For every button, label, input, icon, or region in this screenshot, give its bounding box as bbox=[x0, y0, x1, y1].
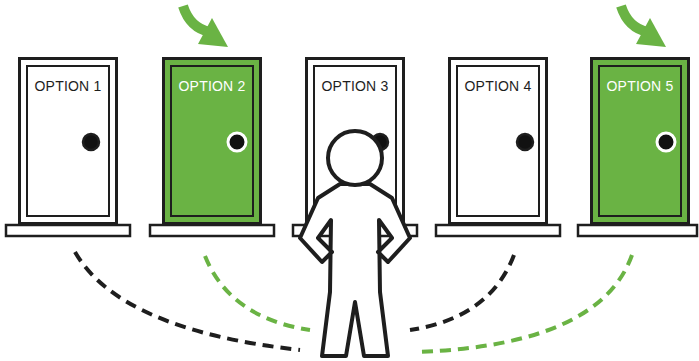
door: OPTION 5 bbox=[590, 57, 690, 225]
door-sill bbox=[293, 225, 417, 236]
door-panel: OPTION 3 bbox=[313, 65, 397, 217]
arrow-head bbox=[636, 18, 666, 47]
path-line bbox=[205, 256, 310, 330]
door: OPTION 1 bbox=[18, 57, 118, 225]
door: OPTION 3 bbox=[305, 57, 405, 225]
door-sill bbox=[150, 225, 274, 236]
door-sill bbox=[6, 225, 130, 236]
door: OPTION 2 bbox=[162, 57, 262, 225]
path-line bbox=[410, 255, 514, 330]
pointer-arrows bbox=[183, 6, 666, 47]
arrow-shaft bbox=[183, 6, 210, 32]
door-sills bbox=[6, 225, 697, 236]
door-label: OPTION 4 bbox=[458, 78, 538, 94]
door-panel: OPTION 1 bbox=[26, 65, 110, 217]
door-panel: OPTION 5 bbox=[598, 65, 682, 217]
path-line bbox=[418, 255, 632, 352]
door-panel: OPTION 4 bbox=[456, 65, 540, 217]
arrow-shaft bbox=[621, 6, 648, 32]
door-label: OPTION 3 bbox=[315, 78, 395, 94]
door: OPTION 4 bbox=[448, 57, 548, 225]
door-label: OPTION 5 bbox=[600, 78, 680, 94]
door-label: OPTION 2 bbox=[172, 78, 252, 94]
arrow-head bbox=[198, 18, 228, 47]
dashed-paths bbox=[75, 252, 632, 352]
door-panel: OPTION 2 bbox=[170, 65, 254, 217]
door-sill bbox=[436, 225, 560, 236]
door-sill bbox=[578, 225, 697, 236]
door-label: OPTION 1 bbox=[28, 78, 108, 94]
path-line bbox=[75, 252, 300, 350]
